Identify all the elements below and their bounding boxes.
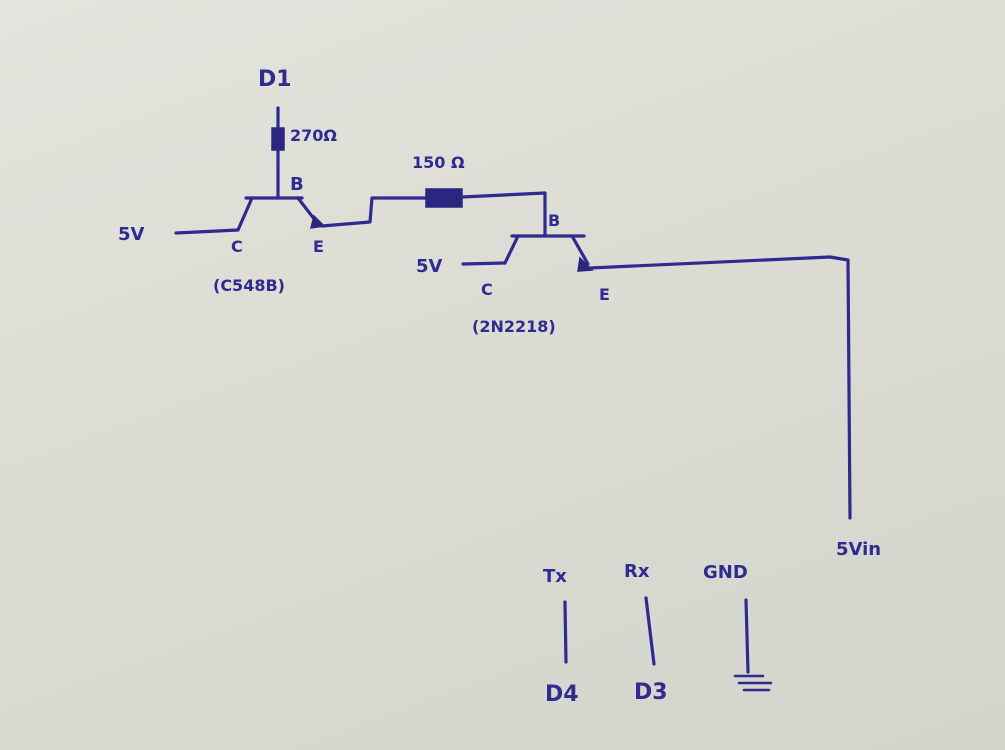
d1-label: D1 xyxy=(258,67,292,92)
q1-base-label: B xyxy=(290,174,304,195)
rx-label: Rx xyxy=(624,561,650,582)
q2-emitter-label: E xyxy=(599,285,610,304)
resistor-150 xyxy=(425,188,463,208)
q2-5v-wire xyxy=(461,261,507,266)
rx-lead xyxy=(644,596,656,666)
resistor-150-label: 150 Ω xyxy=(412,153,465,172)
serial-connections xyxy=(563,596,773,692)
q1-emitter-wire xyxy=(320,196,428,228)
transistor-q2 xyxy=(425,188,852,520)
q1-collector-leg xyxy=(236,196,254,232)
q1-emitter-label: E xyxy=(313,237,324,256)
q1-emitter-arrow xyxy=(309,214,326,229)
q2-base-wire xyxy=(460,191,547,238)
d3-label: D3 xyxy=(634,680,668,705)
resistor-270-label: 270Ω xyxy=(290,126,337,145)
q1-5v-wire xyxy=(174,228,240,235)
resistor-270 xyxy=(271,127,285,151)
q2-collector-label: C xyxy=(481,280,493,299)
q2-part-label: (2N2218) xyxy=(472,317,556,336)
tx-label: Tx xyxy=(543,566,567,587)
q1-collector-label: C xyxy=(231,237,243,256)
q1-5v-label: 5V xyxy=(118,224,145,245)
vin-label: 5Vin xyxy=(836,539,881,560)
transistor-q1 xyxy=(174,106,428,235)
gnd-lead xyxy=(744,598,750,674)
q2-collector-leg xyxy=(503,234,520,265)
ground-icon xyxy=(733,674,773,692)
gnd-label: GND xyxy=(703,562,748,583)
q2-emitter-to-vin-wire xyxy=(588,255,852,520)
q2-5v-label: 5V xyxy=(416,256,443,277)
q2-base-label: B xyxy=(548,211,560,230)
q1-part-label: (C548B) xyxy=(213,276,285,295)
d4-label: D4 xyxy=(545,682,579,707)
tx-lead xyxy=(563,600,568,664)
q2-emitter-leg xyxy=(570,234,590,266)
